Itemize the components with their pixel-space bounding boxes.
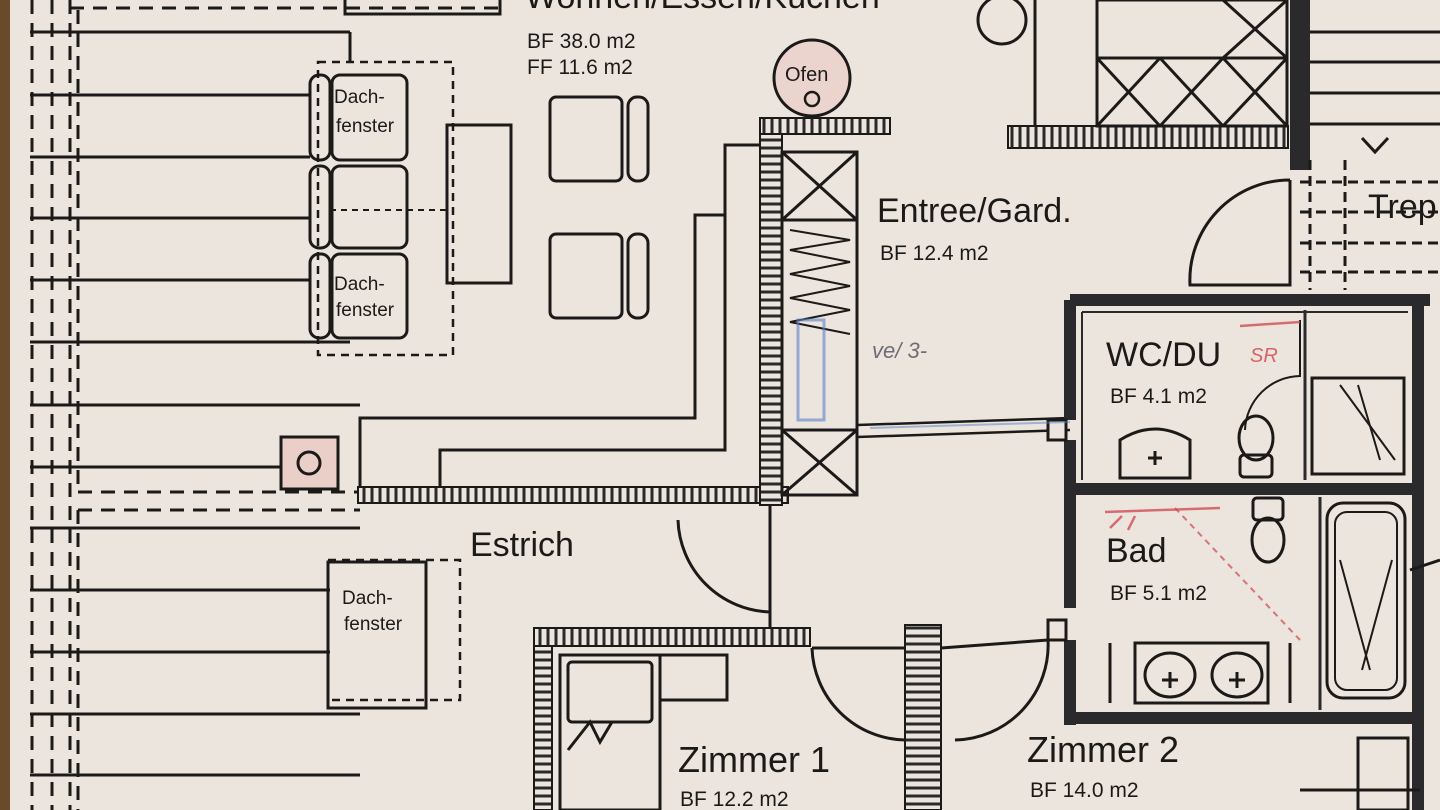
zimmer1-title: Zimmer 1 — [678, 739, 830, 780]
stair-door-swing — [1188, 178, 1292, 287]
skylight-label-1a: Dach- — [334, 87, 385, 108]
skylight-group-top: Dach- fenster Dach- fenster — [308, 60, 455, 357]
bad-bf: BF 5.1 m2 — [1110, 582, 1207, 605]
treppe-title: Trep — [1368, 188, 1437, 226]
kitchen-counter — [358, 143, 760, 495]
zimmer1-furniture — [558, 653, 729, 810]
ofen-label: Ofen — [785, 64, 828, 86]
bad-title: Bad — [1106, 532, 1167, 570]
skylight-label-2b: fenster — [336, 300, 395, 321]
doors — [676, 505, 1050, 742]
armchair — [548, 95, 624, 183]
skylight-label-2a: Dach- — [334, 274, 385, 295]
living-furniture — [445, 95, 650, 320]
wc-title: WC/DU — [1106, 336, 1221, 374]
bad-fixtures — [1108, 496, 1407, 705]
wc-bf: BF 4.1 m2 — [1110, 385, 1207, 408]
entree-title: Entree/Gard. — [877, 192, 1072, 230]
zimmer2-bf: BF 14.0 m2 — [1030, 779, 1139, 802]
wardrobe — [780, 150, 1071, 497]
red-pen-note: SR — [1250, 345, 1278, 367]
wohnen-ff: FF 11.6 m2 — [527, 56, 633, 79]
entree-bf: BF 12.4 m2 — [880, 242, 989, 265]
blue-pen-line — [869, 421, 1071, 429]
zimmer2-title: Zimmer 2 — [1027, 729, 1179, 770]
wohnen-title: Wohnen/Essen/Küchen — [525, 0, 880, 16]
estrich-title: Estrich — [470, 526, 574, 564]
skylight-bottom: Dach- fenster — [326, 558, 462, 710]
blue-pen-mark — [796, 318, 826, 422]
skylight-label-3a: Dach- — [342, 588, 393, 609]
right-edge-walls — [1300, 558, 1440, 810]
wohnen-bf: BF 38.0 m2 — [527, 30, 636, 53]
staircase — [1290, 0, 1440, 290]
wall-stub — [1046, 618, 1068, 642]
zimmer1-bf: BF 12.2 m2 — [680, 788, 789, 810]
ofen-stove: Ofen — [772, 38, 852, 118]
wc-fixtures — [1118, 320, 1406, 480]
pen-note: ve/ 3- — [872, 338, 927, 363]
roof-dashed-lines — [30, 0, 500, 810]
chimney-circle — [296, 450, 322, 476]
hatched-walls — [357, 117, 1289, 810]
wall-stub — [1046, 418, 1068, 442]
top-fixture-circle — [976, 0, 1028, 46]
red-pen-marks — [1104, 320, 1301, 531]
armchair — [548, 232, 624, 320]
chimney-shaft — [279, 435, 340, 491]
wet-room-walls — [1064, 294, 1430, 810]
table — [445, 123, 513, 285]
roof-rafters — [30, 30, 360, 777]
skylight-label-3b: fenster — [344, 614, 403, 635]
top-right-cabinet — [1033, 0, 1289, 128]
skylight-label-1b: fenster — [336, 116, 395, 137]
